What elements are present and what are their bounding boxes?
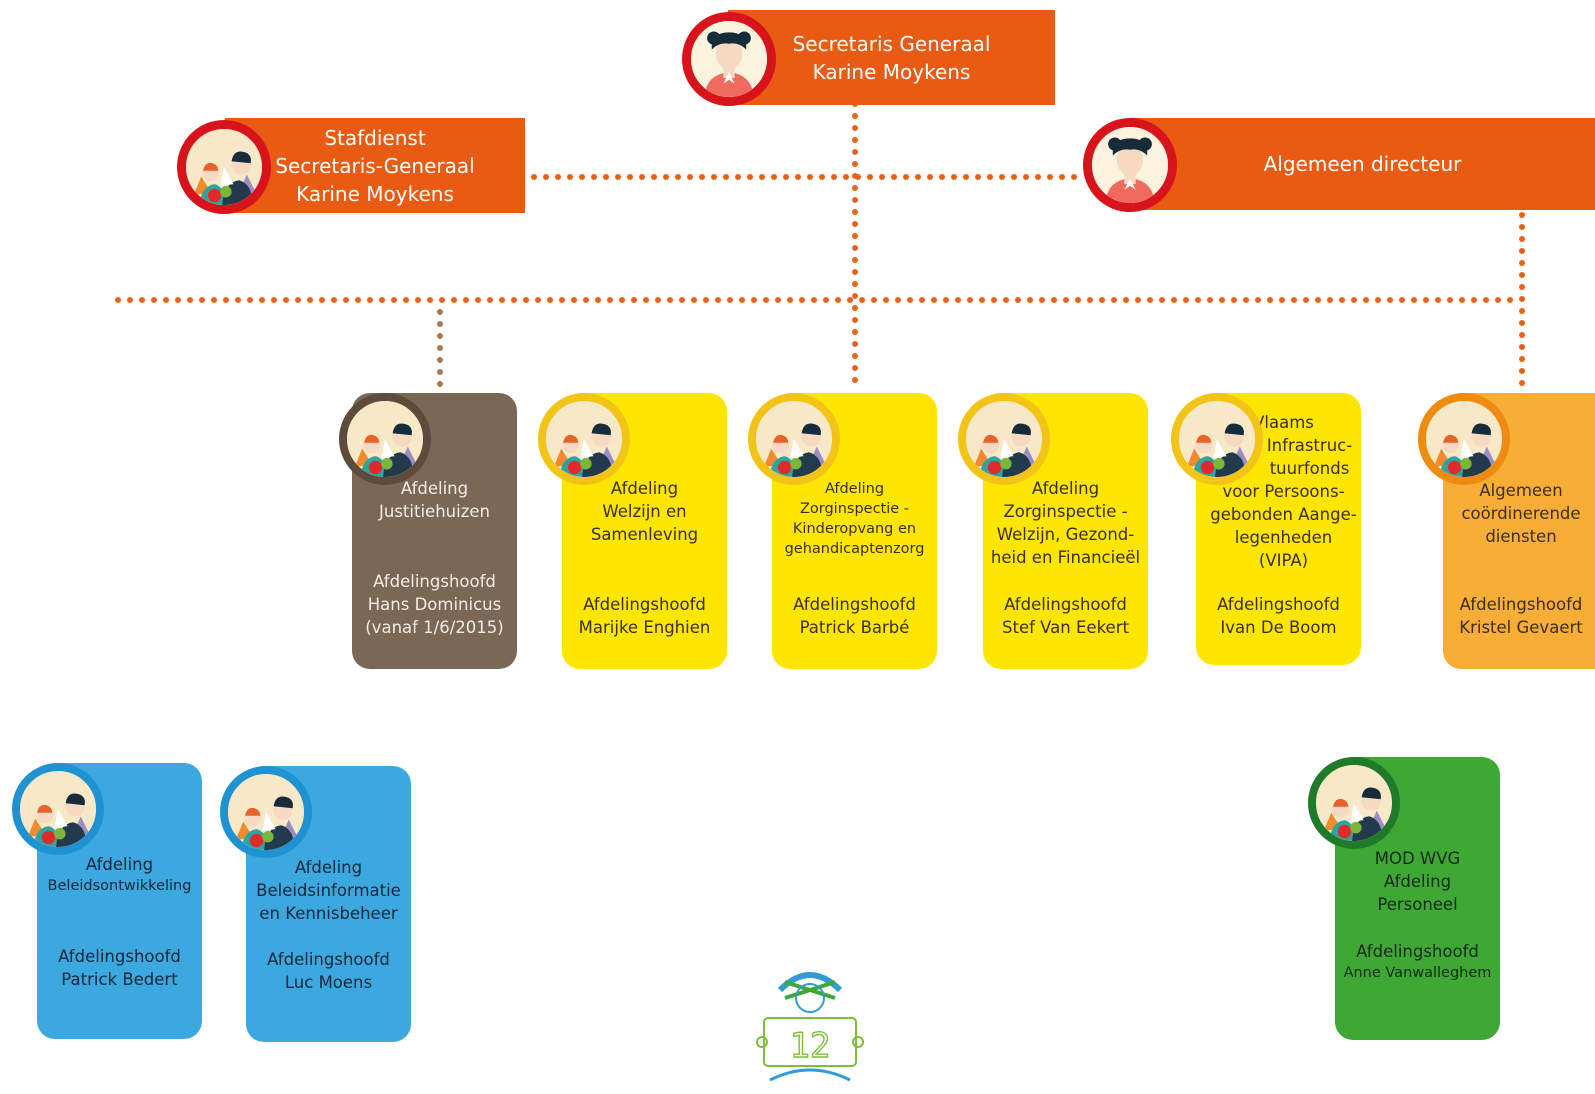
page-number-figure: 12 (740, 960, 880, 1090)
unit-label: Personeel (1377, 895, 1458, 914)
unit-label: Welzijn en (602, 502, 687, 521)
staff-name: Karine Moykens (296, 181, 454, 206)
unit-label: Algemeen (1479, 481, 1563, 500)
head-title: Afdelingshoofd (1459, 595, 1583, 614)
head-title: Afdelingshoofd (373, 572, 496, 591)
avatar-group-icon (1418, 393, 1510, 485)
head-name: Stef Van Eekert (1002, 618, 1129, 637)
head-title: Afdelingshoofd (583, 595, 706, 614)
unit-label: Vlaams (1253, 413, 1314, 432)
page-mascot-icon (756, 972, 864, 1082)
unit-label: tuurfonds (1269, 459, 1350, 478)
unit-label: gebonden Aange- (1210, 505, 1357, 524)
head-name: Hans Dominicus (367, 595, 502, 614)
head-note: (vanaf 1/6/2015) (365, 618, 504, 637)
unit-label: Afdeling (824, 481, 885, 497)
head-name: Luc Moens (284, 973, 373, 992)
head-title: Afdelingshoofd (58, 947, 181, 966)
avatar-person-icon (682, 12, 776, 106)
staff-subtitle: Secretaris-Generaal (275, 153, 475, 178)
director-title: Algemeen directeur (1263, 152, 1462, 176)
unit-label: legenheden (VIPA) (1234, 528, 1333, 570)
page-number: 12 (789, 1025, 831, 1066)
head-name: Anne Vanwalleghem (1343, 965, 1492, 981)
unit-card-algemeen: Algemeen coördinerende diensten Afdeling… (1443, 393, 1595, 669)
top-name: Karine Moykens (812, 59, 971, 84)
head-name: Kristel Gevaert (1459, 618, 1583, 637)
unit-card-personeel: MOD WVG Afdeling Personeel Afdelingshoof… (1335, 757, 1500, 1040)
head-title: Afdelingshoofd (1356, 942, 1479, 961)
avatar-person-icon (1083, 118, 1177, 212)
unit-label: Beleidsinformatie (256, 881, 401, 900)
unit-label: Zorginspectie - (799, 501, 910, 517)
unit-label: Infrastruc- (1266, 436, 1353, 455)
top-role: Secretaris Generaal (792, 31, 991, 56)
avatar-group-icon (538, 393, 630, 485)
head-name: Patrick Bedert (61, 970, 178, 989)
staff-box: Stafdienst Secretaris-Generaal Karine Mo… (225, 118, 525, 213)
unit-label: diensten (1485, 527, 1557, 546)
unit-label: Zorginspectie - (1003, 502, 1128, 521)
unit-label: Kinderopvang en (792, 521, 917, 537)
avatar-group-icon (339, 393, 431, 485)
avatar-group-icon (1171, 393, 1263, 485)
unit-label: gehandicaptenzorg (784, 541, 925, 557)
director-box: Algemeen directeur (1130, 118, 1595, 210)
unit-card-welzijn: Afdeling Welzijn en Samenleving Afdeling… (562, 393, 727, 669)
unit-label: Afdeling (400, 479, 469, 498)
unit-label: voor Persoons- (1222, 482, 1345, 501)
head-title: Afdelingshoofd (1004, 595, 1127, 614)
head-name: Patrick Barbé (799, 618, 910, 637)
unit-label: Samenleving (590, 525, 699, 544)
unit-label: en Kennisbeheer (259, 904, 398, 923)
staff-title: Stafdienst (324, 125, 426, 150)
head-title: Afdelingshoofd (267, 950, 390, 969)
unit-label: heid en Financieël (990, 548, 1141, 567)
head-name: Marijke Enghien (578, 618, 711, 637)
unit-label: MOD WVG (1374, 849, 1461, 868)
avatar-group-icon (177, 120, 271, 214)
unit-label: Afdeling (1383, 872, 1452, 891)
avatar-group-icon (220, 766, 312, 858)
unit-label: Afdeling (85, 855, 154, 874)
top-box: Secretaris Generaal Karine Moykens (728, 10, 1055, 105)
avatar-group-icon (958, 393, 1050, 485)
head-title: Afdelingshoofd (793, 595, 916, 614)
unit-label: Beleidsontwikkeling (47, 878, 192, 894)
unit-label: Afdeling (294, 858, 363, 877)
unit-label: coördinerende (1461, 504, 1581, 523)
unit-label: Afdeling (1031, 479, 1100, 498)
unit-label: Justitiehuizen (379, 502, 490, 521)
head-name: Ivan De Boom (1220, 618, 1337, 637)
avatar-group-icon (748, 393, 840, 485)
head-title: Afdelingshoofd (1217, 595, 1340, 614)
avatar-group-icon (1308, 757, 1400, 849)
unit-label: Welzijn, Gezond- (996, 525, 1135, 544)
avatar-group-icon (12, 763, 104, 855)
unit-label: Afdeling (610, 479, 679, 498)
